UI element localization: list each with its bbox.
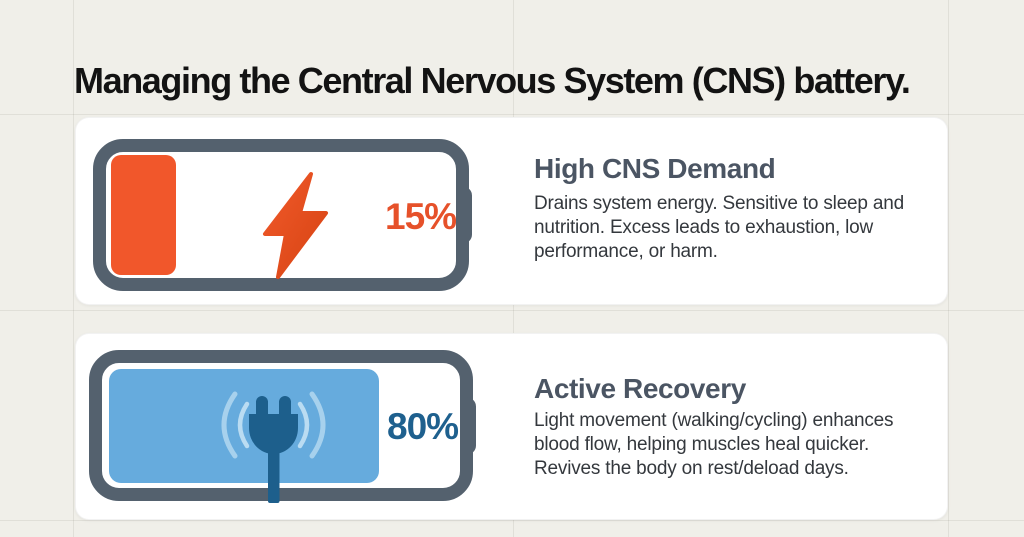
battery-fill-high [109,369,379,483]
body-line: Revives the body on rest/deload days. [534,458,849,479]
grid-hline [0,310,1024,311]
grid-vline [948,0,949,537]
high-cns-demand-card: 15% High CNS Demand Drains system energy… [75,117,948,305]
card-body: Light movement (walking/cycling) enhance… [534,409,894,481]
body-line: Light movement (walking/cycling) enhance… [534,410,894,431]
battery-icon: 15% [93,139,472,291]
page-title: Managing the Central Nervous System (CNS… [74,60,911,102]
card-body: Drains system energy. Sensitive to sleep… [534,192,904,264]
grid-vline [73,0,74,537]
body-line: nutrition. Excess leads to exhaustion, l… [534,217,874,238]
battery-terminal-nub [460,397,476,454]
card-heading: High CNS Demand [534,153,776,184]
power-plug-icon [221,391,326,503]
card-heading: Active Recovery [534,373,746,404]
grid-hline [0,114,1024,115]
battery-percent-label: 15% [385,196,457,237]
battery-icon: 80% [89,350,476,503]
grid-hline [0,520,1024,521]
active-recovery-card: 80% Active Recovery Light movement (walk… [75,333,948,520]
charging-waves-icon [221,391,326,459]
body-line: blood flow, helping muscles heal quicker… [534,434,870,455]
body-line: performance, or harm. [534,241,718,262]
battery-terminal-nub [456,186,472,244]
body-line: Drains system energy. Sensitive to sleep… [534,193,904,214]
lightning-bolt-icon [263,172,328,279]
battery-fill-low [111,155,176,275]
battery-percent-label: 80% [387,406,459,447]
